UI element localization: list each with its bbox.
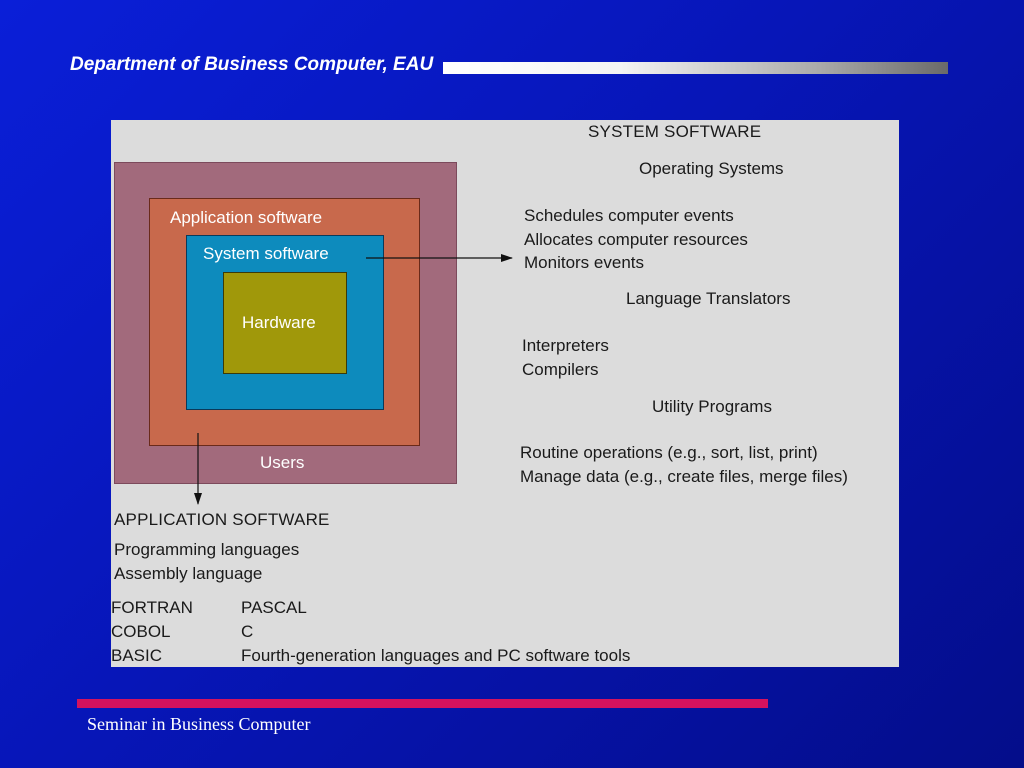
language-name: COBOL (111, 622, 171, 641)
hardware-box (223, 272, 347, 374)
application-box-label: Application software (170, 208, 323, 227)
translator-item: Interpreters (522, 336, 609, 355)
operating-systems-heading: Operating Systems (639, 159, 784, 178)
translator-item: Compilers (522, 360, 599, 379)
header-gradient-bar (443, 62, 948, 74)
arrows (194, 254, 513, 505)
slide-header-title: Department of Business Computer, EAU (70, 54, 434, 75)
application-item: Programming languages (114, 540, 300, 559)
language-name: PASCAL (241, 598, 307, 617)
diagram-panel: Application software System software Har… (111, 120, 899, 667)
footer-text: Seminar in Business Computer (87, 714, 311, 734)
os-item: Allocates computer resources (524, 230, 748, 249)
language-name: C (241, 622, 254, 641)
users-box-label: Users (260, 453, 305, 472)
language-translators-heading: Language Translators (626, 289, 791, 308)
application-software-heading: APPLICATION SOFTWARE (114, 510, 330, 529)
language-name: Fourth-generation languages and PC softw… (241, 646, 631, 665)
application-item: Assembly language (114, 564, 263, 583)
language-name: BASIC (111, 646, 163, 665)
language-name: FORTRAN (111, 598, 193, 617)
utility-item: Manage data (e.g., create files, merge f… (520, 467, 848, 486)
utility-item: Routine operations (e.g., sort, list, pr… (520, 443, 818, 462)
hardware-box-label: Hardware (242, 313, 316, 332)
system-box-label: System software (203, 244, 329, 263)
utility-programs-heading: Utility Programs (652, 397, 772, 416)
system-software-heading: SYSTEM SOFTWARE (588, 122, 762, 141)
os-item: Schedules computer events (524, 206, 734, 225)
os-item: Monitors events (524, 253, 644, 272)
footer-bar (77, 699, 768, 708)
